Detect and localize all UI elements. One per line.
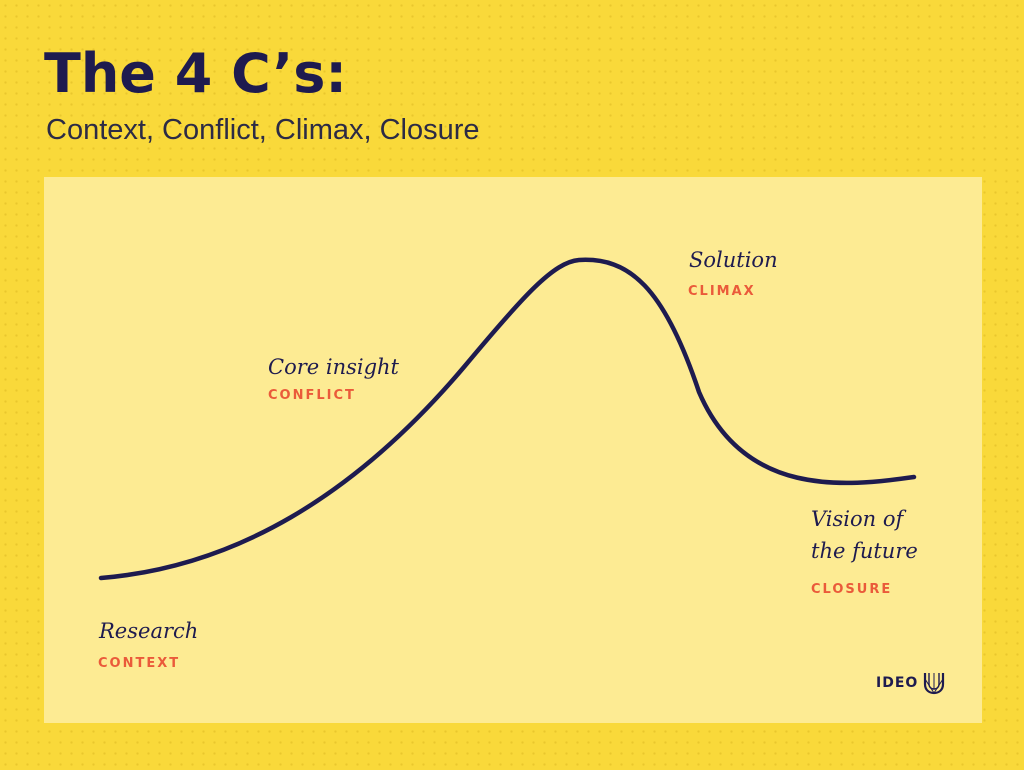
stage-vision-label-line2: the future (811, 539, 918, 563)
stage-conflict-tag: CONFLICT (268, 388, 356, 403)
page-title: The 4 C’s: (44, 42, 347, 105)
story-arc-curve (98, 257, 917, 581)
brand-logo: IDEO (876, 671, 945, 695)
stage-closure-tag: CLOSURE (811, 582, 893, 597)
stage-core-insight-label: Core insight (268, 355, 399, 379)
ideo-u-logo-icon (924, 673, 945, 695)
stage-research-label: Research (99, 619, 199, 643)
stage-climax-tag: CLIMAX (688, 284, 756, 299)
stage-solution-label: Solution (689, 248, 778, 272)
stage-vision-label-line1: Vision of (811, 507, 904, 531)
page-subtitle: Context, Conflict, Climax, Closure (46, 114, 480, 146)
stage-context-tag: CONTEXT (98, 656, 181, 671)
brand-name: IDEO (876, 675, 919, 691)
story-arc-panel: Research CONTEXT Core insight CONFLICT S… (44, 177, 982, 723)
